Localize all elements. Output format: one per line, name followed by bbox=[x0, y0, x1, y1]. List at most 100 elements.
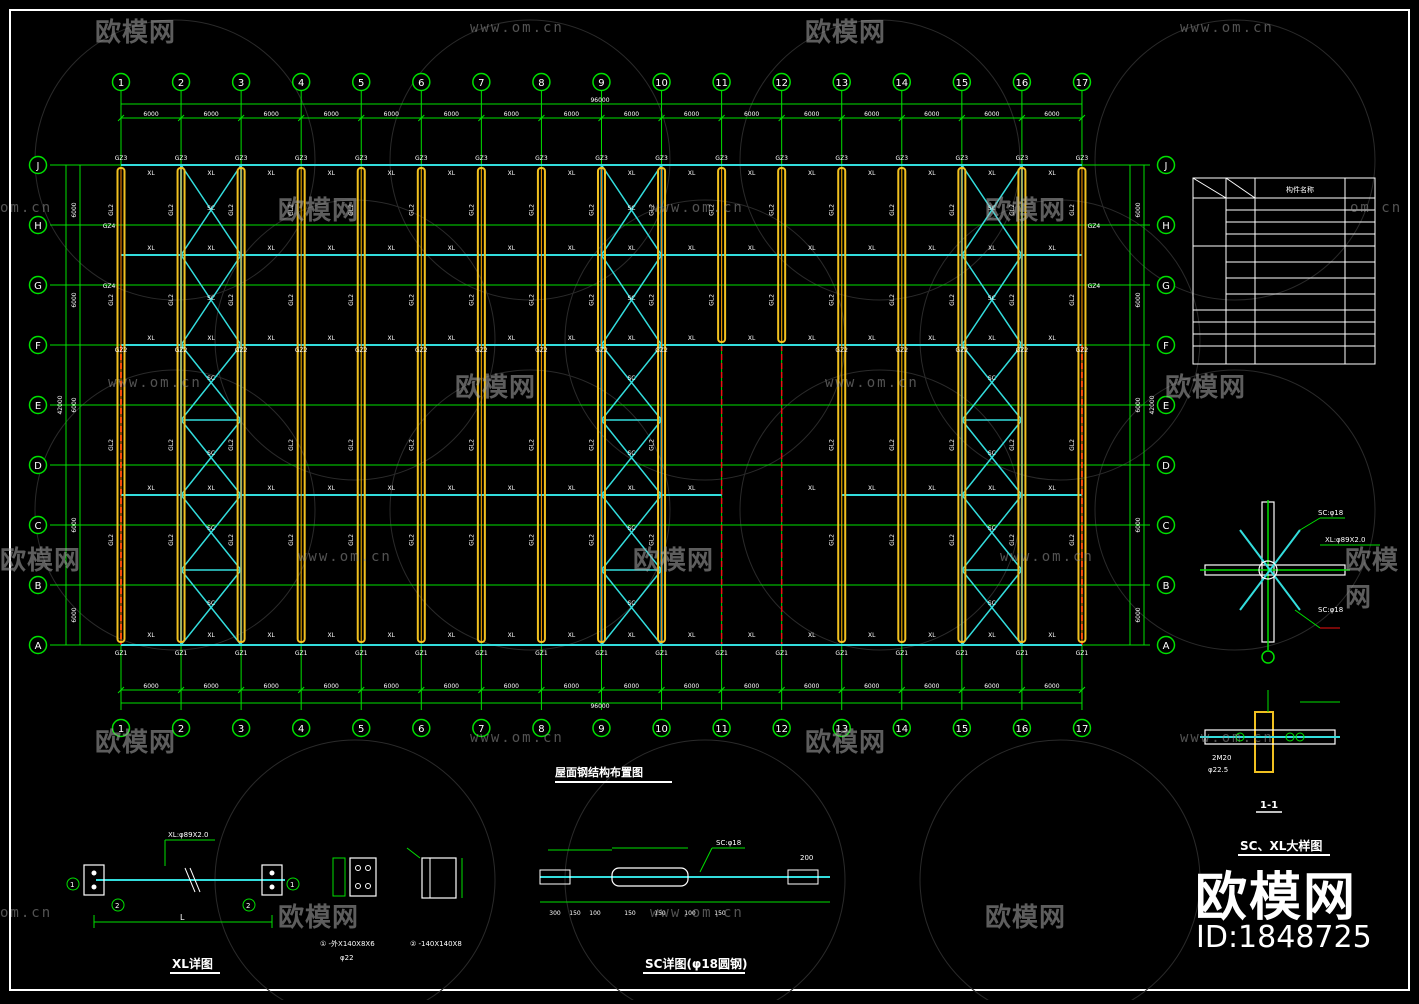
node-tag-1: SC:φ18 bbox=[1318, 509, 1343, 517]
column-tag-bottom: GZ1 bbox=[115, 650, 128, 657]
beam-tag: GL2 bbox=[1069, 204, 1076, 216]
sc-detail-title: SC详图(φ18圆钢) bbox=[645, 956, 748, 971]
tie-tag: XL bbox=[628, 335, 636, 342]
beam-tag: GL2 bbox=[168, 204, 175, 216]
brace-tag: SC bbox=[628, 295, 636, 302]
sc-dim: 150 bbox=[714, 910, 726, 917]
tie-tag: XL bbox=[928, 245, 936, 252]
x-brace bbox=[961, 569, 1023, 646]
bay-dim-bottom: 6000 bbox=[504, 683, 519, 690]
column-tag-bottom: GZ1 bbox=[235, 650, 248, 657]
beam-tag: GL2 bbox=[348, 294, 355, 306]
sc-tag: SC:φ18 bbox=[716, 839, 741, 847]
bay-dim-bottom: 6000 bbox=[564, 683, 579, 690]
dim-tick bbox=[898, 114, 906, 122]
axis-label-x: 12 bbox=[775, 724, 788, 735]
axis-label-x: 8 bbox=[538, 78, 544, 89]
watermark-circle bbox=[739, 19, 1021, 301]
axis-label-y: C bbox=[35, 521, 42, 532]
node-tag-3: SC:φ18 bbox=[1318, 606, 1343, 614]
plate-details: ① -外X140X8X6 ② -140X140X8 φ22 bbox=[320, 847, 463, 962]
tie-tag: XL bbox=[508, 632, 516, 639]
axis-bubble-x bbox=[652, 72, 671, 92]
beam-tag: GL2 bbox=[588, 294, 595, 306]
side-dim-left: 6000 bbox=[71, 202, 78, 217]
tie-tag: XL bbox=[748, 170, 756, 177]
dim-tick bbox=[538, 114, 545, 122]
axis-bubble-y bbox=[1156, 155, 1176, 175]
watermark-circle bbox=[214, 199, 496, 481]
axis-label-x: 5 bbox=[358, 724, 364, 735]
axis-bubble-x bbox=[772, 718, 791, 738]
detail-title: SC、XL大样图 bbox=[1240, 838, 1322, 853]
axis-label-x: 13 bbox=[835, 78, 848, 89]
beam-tag: GL2 bbox=[829, 439, 836, 451]
axis-bubble-x bbox=[231, 718, 251, 738]
tie-tag: XL bbox=[808, 485, 816, 492]
tie-tag: XL bbox=[1048, 632, 1056, 639]
column-tag-top: GZ3 bbox=[1076, 155, 1089, 162]
brace-tag: SC bbox=[207, 525, 215, 532]
tie-tag: XL bbox=[207, 632, 215, 639]
dim-tick bbox=[297, 686, 305, 694]
tie-tag: XL bbox=[748, 632, 756, 639]
axis-label-x: 7 bbox=[478, 724, 484, 735]
bay-dim-top: 6000 bbox=[924, 111, 939, 118]
tie-tag: XL bbox=[1048, 245, 1056, 252]
steel-rafter bbox=[236, 167, 246, 643]
beam-tag: GL2 bbox=[949, 439, 956, 451]
axis-label-x: 4 bbox=[298, 78, 304, 89]
side-dim-left: 6000 bbox=[71, 517, 78, 532]
axis-bubble-y bbox=[28, 335, 48, 355]
axis-label-x: 16 bbox=[1016, 724, 1029, 735]
watermark-circle bbox=[1094, 369, 1376, 651]
bay-dim-bottom: 6000 bbox=[264, 683, 279, 690]
axis-label-x: 2 bbox=[178, 724, 184, 735]
dim-tick bbox=[417, 686, 425, 694]
beam-tag: GL2 bbox=[1009, 439, 1016, 451]
tie-tag: XL bbox=[388, 245, 396, 252]
axis-label-x: 8 bbox=[538, 724, 544, 735]
tie-tag: XL bbox=[568, 170, 576, 177]
sc-dim: 150 bbox=[569, 910, 581, 917]
axis-bubble-y bbox=[28, 275, 48, 295]
beam-tag: GL2 bbox=[348, 534, 355, 546]
dim-tick bbox=[598, 686, 605, 694]
side-dim-right: 6000 bbox=[1135, 607, 1142, 622]
bay-dim-bottom: 6000 bbox=[984, 683, 999, 690]
watermark-logo: 欧模网 bbox=[1165, 373, 1247, 403]
tie-tag: XL bbox=[448, 335, 456, 342]
axis-bubble-x bbox=[592, 72, 611, 92]
bay-dim-bottom: 6000 bbox=[384, 683, 399, 690]
tie-tag: XL bbox=[207, 335, 215, 342]
watermark-logo: 欧模网 bbox=[0, 546, 82, 576]
tie-tag: XL bbox=[267, 245, 275, 252]
node-hole: φ22.5 bbox=[1208, 766, 1228, 774]
bolt-note: φ22 bbox=[340, 954, 354, 962]
watermark-url: om.cn bbox=[1350, 200, 1403, 216]
plate-note-2: ② -140X140X8 bbox=[410, 940, 462, 948]
axis-label-x: 17 bbox=[1076, 78, 1089, 89]
axis-bubble-x bbox=[1072, 72, 1092, 92]
tie-tag: XL bbox=[988, 335, 996, 342]
bay-dim-top: 6000 bbox=[684, 111, 699, 118]
axis-label-x: 7 bbox=[478, 78, 484, 89]
axis-label-x: 1 bbox=[118, 78, 124, 89]
x-brace bbox=[961, 344, 1023, 421]
column-tag-mid: GZ2 bbox=[295, 347, 308, 354]
beam-tag: GL2 bbox=[649, 439, 656, 451]
axis-label-y: B bbox=[1163, 581, 1170, 592]
axis-bubble-x bbox=[1072, 718, 1092, 738]
tie-tag: XL bbox=[688, 485, 696, 492]
column-tag-top: GZ3 bbox=[175, 155, 188, 162]
xl-detail: XL:φ89X2.0 1 1 2 2 L bbox=[66, 831, 300, 928]
wind-column-tag: GZ4 bbox=[1088, 223, 1101, 230]
steel-rafter bbox=[717, 167, 727, 343]
beam-tag: GL2 bbox=[829, 294, 836, 306]
total-dim-bottom: 96000 bbox=[590, 703, 609, 710]
dim-tick bbox=[778, 686, 786, 694]
axis-label-y: F bbox=[35, 341, 41, 352]
beam-tag: GL2 bbox=[1009, 204, 1016, 216]
beam-tag: GL2 bbox=[709, 294, 716, 306]
